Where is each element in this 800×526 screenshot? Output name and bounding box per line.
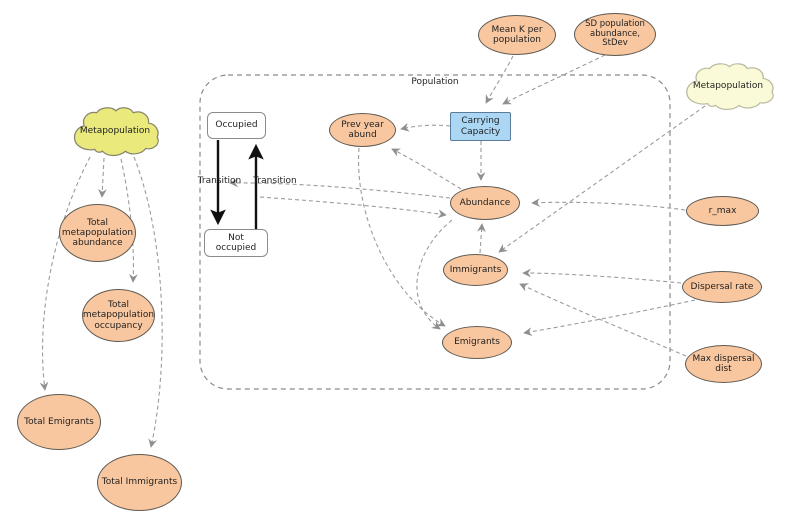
node-label: Max dispersal dist xyxy=(692,353,755,374)
edge-dispersal-rate-emigrants[interactable] xyxy=(523,299,696,337)
edge-rmax-abundance[interactable] xyxy=(531,198,686,211)
edge-sd-carrying-capacity[interactable] xyxy=(502,54,606,105)
metapopulation-right-label: Metapopulation xyxy=(692,81,764,91)
node-label: r_max xyxy=(708,205,737,216)
node-abundance[interactable]: Abundance xyxy=(450,186,520,220)
edge-meank-carrying-capacity[interactable] xyxy=(485,55,514,104)
node-label: Total Immigrants xyxy=(101,477,178,488)
metapopulation-cloud-right[interactable] xyxy=(686,63,774,111)
node-occupied-state[interactable]: Occupied xyxy=(207,112,266,139)
node-total-metapopulation-abundance[interactable]: Total metapopulation abundance xyxy=(59,204,136,262)
edge-abundance-transition-left[interactable] xyxy=(229,178,451,199)
node-label: Dispersal rate xyxy=(690,281,754,292)
edge-abundance-prev-year[interactable] xyxy=(391,148,462,190)
node-not-occupied-state[interactable]: Not occupied xyxy=(204,229,268,257)
edge-immigrants-abundance[interactable] xyxy=(477,223,486,254)
node-max-dispersal-dist[interactable]: Max dispersal dist xyxy=(685,345,762,383)
edge-prev-year-emigrants[interactable] xyxy=(357,147,446,327)
node-label: Abundance xyxy=(459,197,511,208)
node-label: Total Emigrants xyxy=(24,416,94,427)
transition-label-right: Transition xyxy=(253,176,297,186)
node-label: Occupied xyxy=(215,120,258,131)
node-label: Total metapopulation occupancy xyxy=(82,300,155,331)
node-total-immigrants[interactable]: Total Immigrants xyxy=(97,454,182,511)
node-label: Not occupied xyxy=(215,232,257,253)
node-r-max[interactable]: r_max xyxy=(686,196,759,226)
edge-max-dispersal-immigrants[interactable] xyxy=(519,283,687,357)
node-mean-k-per-population[interactable]: Mean K per population xyxy=(478,15,556,55)
edge-abundance-emigrants[interactable] xyxy=(416,219,453,330)
node-prev-year-abund[interactable]: Prev year abund xyxy=(329,113,396,147)
edge-carrying-capacity-prev-year[interactable] xyxy=(400,122,451,132)
population-submodel-boundary[interactable] xyxy=(199,74,671,390)
edge-transition-right-abundance[interactable] xyxy=(259,196,447,219)
node-dispersal-rate[interactable]: Dispersal rate xyxy=(682,271,762,303)
population-submodel-label: Population xyxy=(411,77,459,87)
transition-label-left: Transition xyxy=(197,176,242,186)
node-emigrants[interactable]: Emigrants xyxy=(442,326,512,359)
metapopulation-left-label: Metapopulation xyxy=(79,126,151,136)
metapopulation-cloud-left[interactable] xyxy=(73,107,159,157)
node-carrying-capacity[interactable]: Carrying Capacity xyxy=(450,112,511,141)
edge-metapop-left-total-emigrants[interactable] xyxy=(39,156,91,391)
node-label: SD population abundance, StDev xyxy=(585,19,645,49)
edge-metapop-right-immigrants[interactable] xyxy=(498,105,706,253)
node-total-emigrants[interactable]: Total Emigrants xyxy=(17,394,101,450)
node-label: Immigrants xyxy=(449,264,502,275)
node-label: Prev year abund xyxy=(341,119,384,140)
edge-dispersal-rate-immigrants[interactable] xyxy=(522,268,682,284)
node-label: Carrying Capacity xyxy=(460,116,501,137)
node-total-metapopulation-occupancy[interactable]: Total metapopulation occupancy xyxy=(82,289,155,342)
node-immigrants[interactable]: Immigrants xyxy=(443,254,508,286)
node-label: Emigrants xyxy=(454,337,500,348)
node-label: Mean K per population xyxy=(491,24,543,45)
edge-metapop-left-total-abundance[interactable] xyxy=(98,157,107,198)
node-sd-population-abundance[interactable]: SD population abundance, StDev xyxy=(574,13,656,56)
node-label: Total metapopulation abundance xyxy=(61,217,134,249)
